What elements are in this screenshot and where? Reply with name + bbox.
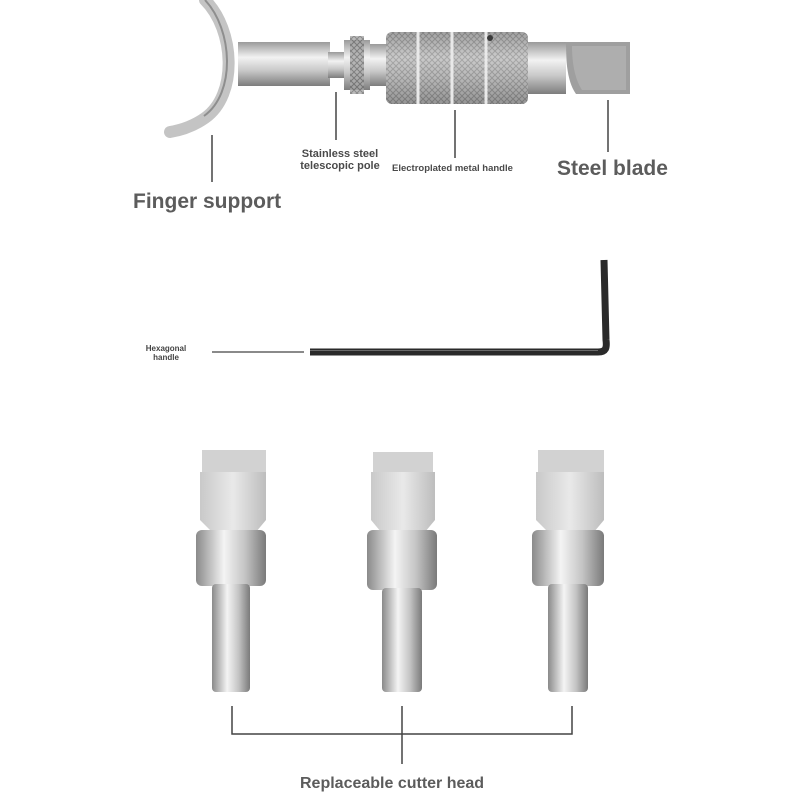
cutter-head-2 [367,452,437,692]
cutter-head-3 [532,450,604,692]
label-hexagonal-handle: Hexagonal handle [145,344,187,362]
hex-wrench [310,259,610,356]
label-telescopic-pole: Stainless steel telescopic pole [300,148,380,172]
cutter-head-1 [196,450,266,692]
leader-lines-knife [211,92,609,182]
label-steel-blade: Steel blade [557,157,668,180]
telescopic-pole [328,52,344,78]
label-cutter-head: Replaceable cutter head [300,775,485,792]
cutter-bracket [231,706,573,764]
finger-support-ring [164,0,235,138]
swivel-knife [164,0,630,138]
label-metal-handle: Electroplated metal handle [392,163,513,174]
label-finger-support: Finger support [133,190,282,213]
ring-shaft [238,42,330,86]
